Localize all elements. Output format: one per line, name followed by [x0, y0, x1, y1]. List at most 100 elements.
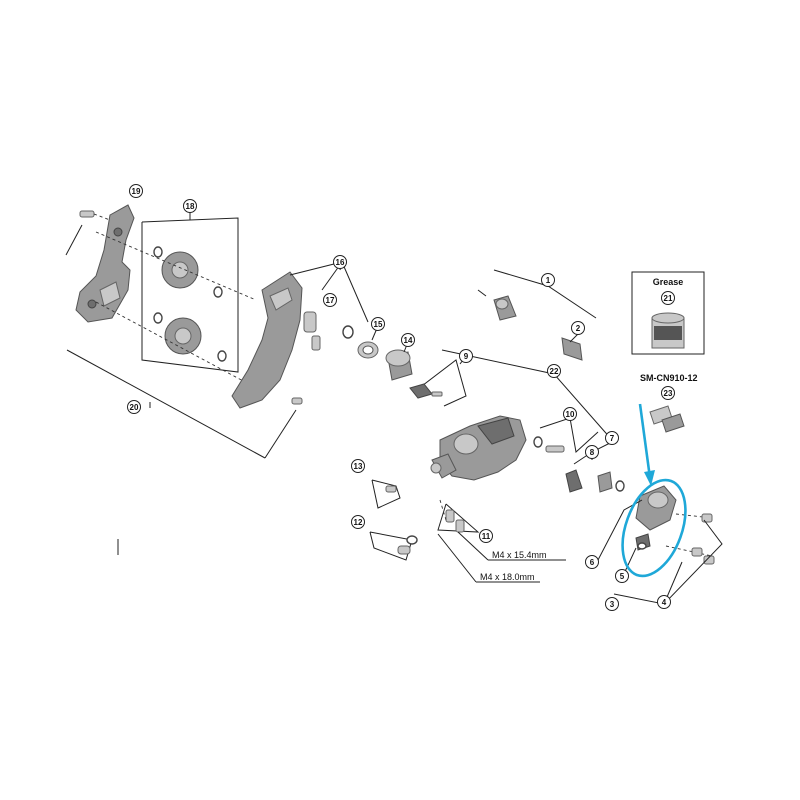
callout-number: 1	[546, 276, 551, 285]
callout-number: 17	[326, 296, 335, 305]
callout-circle	[585, 555, 599, 569]
callout-22: 22	[547, 364, 561, 378]
chain-label: SM-CN910-12	[640, 373, 698, 383]
callout-circle	[129, 184, 143, 198]
callout-circle	[333, 255, 347, 269]
callout-19: 19	[129, 184, 143, 198]
grease-title: Grease	[653, 277, 684, 287]
cable-anchor-bolt	[533, 436, 565, 453]
callout-17: 17	[323, 293, 337, 307]
callout-circle	[183, 199, 197, 213]
callout-number: 2	[576, 324, 581, 333]
inner-cage-plate	[231, 271, 303, 409]
callout-16: 16	[333, 255, 347, 269]
pivot-bushing	[385, 341, 413, 381]
pulley-box-18	[141, 212, 239, 373]
guide-pulley	[153, 246, 223, 298]
link-pin-part	[477, 289, 517, 321]
callout-number: 4	[662, 598, 667, 607]
b-tension-parts	[409, 383, 443, 399]
callout-4: 4	[657, 595, 671, 609]
screw-12	[397, 535, 418, 555]
callout-circle	[605, 597, 619, 611]
callout-number: 14	[404, 336, 413, 345]
screws-11	[439, 499, 465, 533]
callout-number: 8	[590, 448, 595, 457]
screw-label-18-0: M4 x 18.0mm	[480, 572, 535, 582]
quick-link	[649, 405, 685, 433]
screw-label-15-4: M4 x 15.4mm	[492, 550, 547, 560]
bracket-22	[441, 349, 613, 441]
callout-8: 8	[585, 445, 599, 459]
bracket-12	[369, 531, 413, 561]
bracket-13	[371, 479, 401, 509]
callout-number: 6	[590, 558, 595, 567]
callout-circle	[351, 459, 365, 473]
callout-circle	[479, 529, 493, 543]
callout-number: 11	[482, 532, 491, 541]
callout-10: 10	[563, 407, 577, 421]
tension-pulley	[153, 312, 227, 362]
callout-number: 16	[336, 258, 345, 267]
callout-9: 9	[459, 349, 473, 363]
callout-21: 21	[661, 291, 675, 305]
callout-number: 12	[354, 518, 363, 527]
callout-23: 23	[661, 386, 675, 400]
callout-number: 20	[130, 403, 139, 412]
callout-circle	[371, 317, 385, 331]
callout-11: 11	[479, 529, 493, 543]
callout-6: 6	[585, 555, 599, 569]
inner-plate-screw	[291, 397, 303, 405]
callout-number: 7	[610, 434, 615, 443]
callout-circle	[547, 364, 561, 378]
callout-5: 5	[615, 569, 629, 583]
grease-box	[631, 271, 705, 355]
callout-18: 18	[183, 199, 197, 213]
highlight-annotation	[621, 403, 687, 578]
cable-adjuster	[561, 333, 583, 361]
clutch-screws	[691, 513, 715, 565]
callout-1: 1	[541, 273, 555, 287]
callout-number: 9	[464, 352, 469, 361]
callout-number: 3	[610, 600, 615, 609]
clutch-unit	[635, 485, 713, 557]
callout-number: 5	[620, 572, 625, 581]
callout-circle	[661, 386, 675, 400]
callout-circle	[127, 400, 141, 414]
spring-ring	[357, 325, 379, 359]
callout-circle	[585, 445, 599, 459]
outer-cage-plate	[75, 204, 135, 323]
callout-circle	[657, 595, 671, 609]
callout-number: 18	[186, 202, 195, 211]
callout-circle	[605, 431, 619, 445]
callout-12: 12	[351, 515, 365, 529]
screw-13	[385, 485, 397, 493]
cage-screw-top	[79, 210, 111, 221]
callout-2: 2	[571, 321, 585, 335]
cage-pivot-parts	[303, 311, 354, 351]
callout-14: 14	[401, 333, 415, 347]
callout-number: 21	[664, 294, 673, 303]
callout-3: 3	[605, 597, 619, 611]
callout-7: 7	[605, 431, 619, 445]
callout-circle	[541, 273, 555, 287]
callout-number: 15	[374, 320, 383, 329]
callout-number: 19	[132, 187, 141, 196]
anchor-parts	[565, 469, 625, 493]
callout-circle	[661, 291, 675, 305]
callout-circle	[563, 407, 577, 421]
callout-number: 10	[566, 410, 575, 419]
derailleur-main-body	[430, 415, 527, 481]
callout-number: 13	[354, 462, 363, 471]
bracket-9	[413, 355, 467, 407]
callout-circle	[615, 569, 629, 583]
callout-15: 15	[371, 317, 385, 331]
bracket-20	[66, 349, 297, 459]
callout-number: 23	[664, 389, 673, 398]
callout-circle	[323, 293, 337, 307]
callout-circle	[401, 333, 415, 347]
callout-number: 22	[550, 367, 559, 376]
callout-13: 13	[351, 459, 365, 473]
